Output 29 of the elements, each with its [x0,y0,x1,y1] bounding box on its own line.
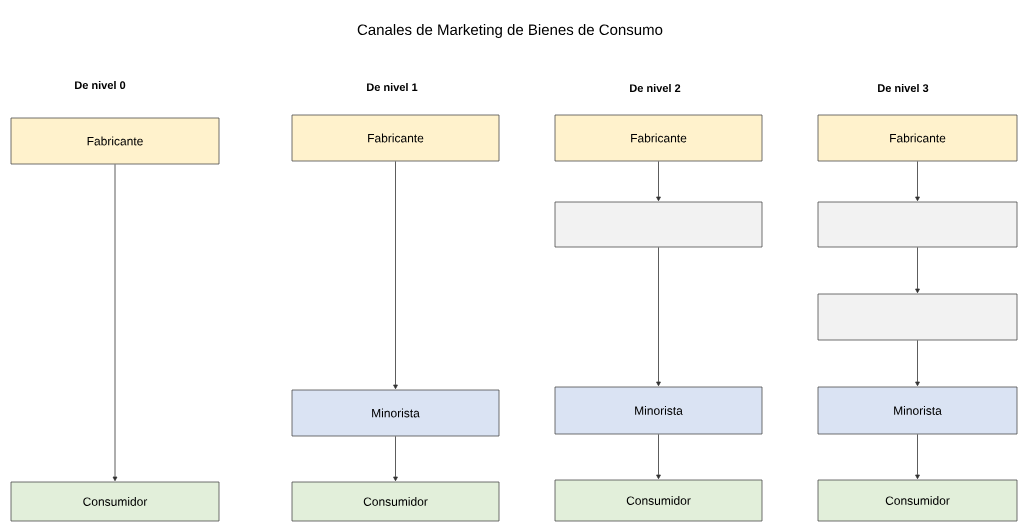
arrow [915,247,920,294]
retailer-box: Minorista [817,386,1018,435]
column-heading: De nivel 1 [367,82,418,92]
column-heading: De nivel 3 [878,83,929,93]
consumer-box: Consumidor [817,479,1018,522]
manufacturer-box: Fabricante [10,117,220,165]
column-heading: De nivel 2 [630,83,681,93]
manufacturer-box: Fabricante [554,114,763,162]
consumer-box: Consumidor [291,481,500,522]
arrow [393,436,398,482]
manufacturer-box: Fabricante [817,114,1018,162]
manufacturer-box: Fabricante [291,114,500,162]
arrow [393,161,398,390]
column-heading: De nivel 0 [75,80,126,90]
consumer-box: Consumidor [10,481,220,522]
retailer-box: Minorista [554,386,763,435]
empty-box [554,201,763,248]
arrow [656,434,661,480]
arrow [656,247,661,387]
arrow [915,161,920,202]
arrow [112,164,118,482]
empty-box [817,201,1018,248]
empty-box [817,293,1018,341]
consumer-box: Consumidor [554,479,763,522]
arrow [915,434,920,480]
retailer-box: Minorista [291,389,500,437]
arrow [915,340,920,387]
title: Canales de Marketing de Bienes de Consumo [357,24,663,38]
arrow [656,161,661,202]
